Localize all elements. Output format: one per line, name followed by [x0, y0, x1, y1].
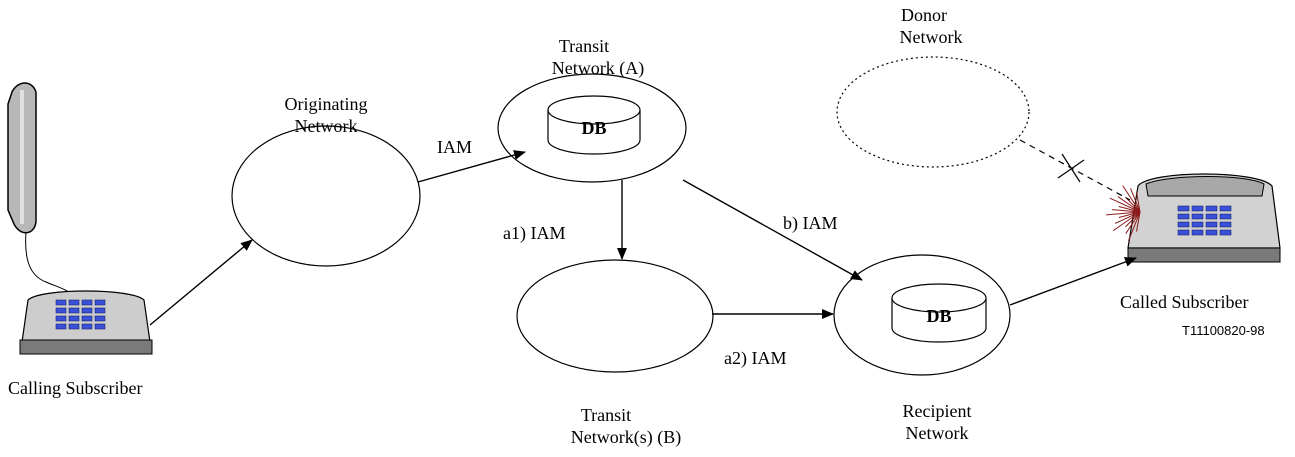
keypad-key — [1177, 229, 1190, 236]
ring-mark — [1130, 188, 1141, 213]
keypad-key — [94, 323, 106, 330]
calling-subscriber-label: Calling Subscriber — [8, 378, 143, 398]
originating-to-transit-a-arrow — [417, 150, 526, 183]
originating-network — [231, 125, 421, 267]
ring-mark — [1125, 211, 1141, 228]
keypad-key — [1219, 229, 1232, 236]
ring-mark — [1106, 211, 1141, 216]
keypad-key — [1219, 221, 1232, 228]
ring-mark — [1136, 211, 1141, 232]
donor-network — [836, 56, 1030, 168]
keypad-icon — [1177, 205, 1232, 236]
transit-network-b-label: Transit Network(s) (B) — [556, 404, 696, 448]
called-subscriber-label: Called Subscriber — [1120, 292, 1249, 312]
ring-mark — [1125, 211, 1141, 234]
keypad-key — [1177, 213, 1190, 220]
ring-mark — [1112, 209, 1141, 213]
a2-iam-message-label: a2) IAM — [724, 348, 787, 368]
ring-mark — [1118, 211, 1141, 219]
ring-mark — [1117, 196, 1141, 213]
originating-network-label-line2: Network — [294, 116, 358, 136]
keypad-key — [94, 315, 106, 322]
b-iam-message-label: b) IAM — [783, 213, 838, 233]
transit-a-db-label: DB — [581, 118, 607, 138]
keypad-key — [1191, 221, 1204, 228]
keypad-key — [1191, 213, 1204, 220]
keypad-key — [1205, 229, 1218, 236]
keypad-key — [55, 307, 67, 314]
ring-mark — [1128, 211, 1141, 241]
donor-to-called-dashed-link — [1019, 139, 1131, 201]
donor-network-label-line2: Network — [899, 27, 963, 47]
ring-mark — [1125, 196, 1141, 213]
recipient-to-called-arrow — [1009, 257, 1137, 306]
keypad-key — [81, 315, 93, 322]
keypad-key — [81, 307, 93, 314]
transit-network-a — [497, 73, 687, 183]
ringing-icon — [1106, 185, 1141, 241]
keypad-key — [1205, 205, 1218, 212]
originating-network-label-line1: Originating — [284, 94, 368, 114]
database-icon — [547, 95, 641, 155]
keypad-key — [55, 299, 67, 306]
keypad-key — [1205, 213, 1218, 220]
transit-network-a-label-line1: Transit — [558, 36, 610, 56]
calling-phone-icon — [19, 290, 153, 355]
handset-icon — [7, 82, 75, 299]
recipient-network-label-line2: Network — [905, 423, 969, 443]
keypad-key — [68, 323, 80, 330]
keypad-key — [1205, 221, 1218, 228]
iam-message-label: IAM — [437, 137, 472, 157]
b-arrow — [682, 179, 863, 281]
figure-code: T11100820-98 — [1182, 323, 1265, 338]
transit-network-a-label-line2: Network (A) — [551, 58, 645, 78]
keypad-key — [68, 307, 80, 314]
keypad-key — [1219, 205, 1232, 212]
calling-to-originating-arrow — [149, 239, 253, 326]
keypad-key — [1191, 229, 1204, 236]
transit-network-a-label: Transit Network (A) — [538, 35, 658, 79]
keypad-key — [55, 315, 67, 322]
keypad-key — [94, 307, 106, 314]
keypad-key — [1177, 221, 1190, 228]
link-cut-mark — [1061, 153, 1081, 183]
donor-network-label: Donor Network — [876, 4, 986, 48]
transit-network-b-label-line2: Network(s) (B) — [570, 427, 682, 447]
keypad-key — [68, 315, 80, 322]
keypad-icon — [55, 299, 106, 330]
recipient-network-label-line1: Recipient — [902, 401, 972, 421]
ring-mark — [1122, 185, 1141, 213]
ring-mark — [1118, 205, 1141, 213]
keypad-key — [1219, 213, 1232, 220]
keypad-key — [94, 299, 106, 306]
keypad-key — [81, 299, 93, 306]
ring-mark — [1112, 211, 1141, 232]
keypad-key — [81, 323, 93, 330]
ring-mark — [1114, 211, 1141, 224]
recipient-network — [833, 254, 1011, 376]
ring-mark — [1109, 197, 1141, 213]
keypad-key — [1191, 205, 1204, 212]
transit-network-b-label-line1: Transit — [580, 405, 632, 425]
a1-iam-message-label: a1) IAM — [503, 223, 566, 243]
link-cut-mark — [1057, 159, 1085, 179]
called-phone-icon — [1106, 173, 1281, 263]
ring-mark — [1136, 192, 1141, 213]
originating-network-label: Originating Network — [270, 93, 382, 137]
keypad-key — [68, 299, 80, 306]
keypad-key — [55, 323, 67, 330]
transit-network-b — [516, 259, 714, 373]
recipient-db-label: DB — [926, 306, 952, 326]
donor-network-label-line1: Donor — [901, 5, 947, 25]
database-icon — [891, 283, 987, 343]
keypad-key — [1177, 205, 1190, 212]
recipient-network-label: Recipient Network — [882, 400, 992, 444]
